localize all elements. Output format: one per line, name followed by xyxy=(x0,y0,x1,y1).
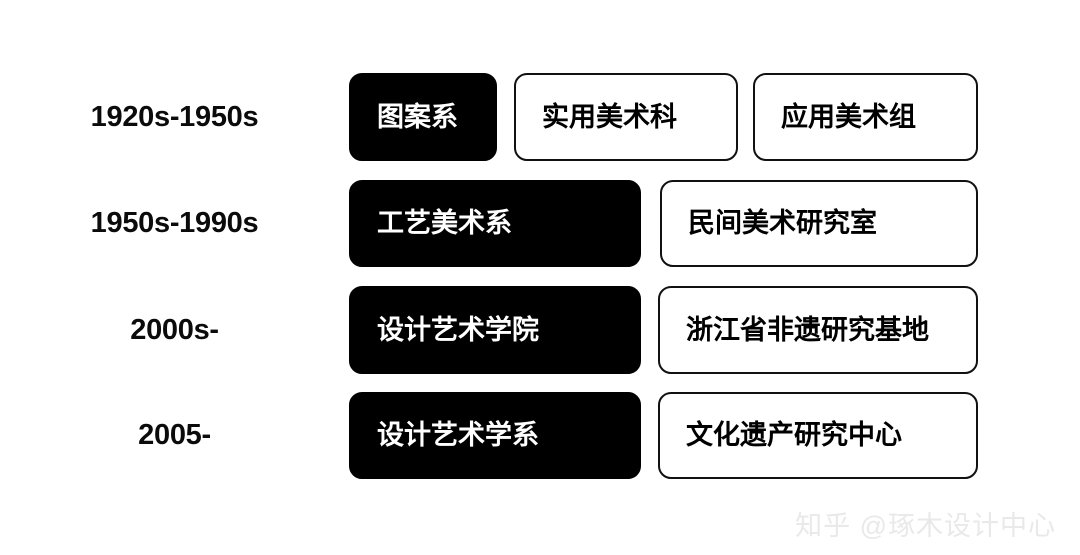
node-sheji-yishu-xuexi[interactable]: 设计艺术学系 xyxy=(349,392,641,479)
node-zhejiang-feiyi-yanjiu-jidi[interactable]: 浙江省非遗研究基地 xyxy=(658,286,978,374)
node-minjian-meishu-yanjiushi[interactable]: 民间美术研究室 xyxy=(660,180,978,267)
period-label-1950s-1990s: 1950s-1990s xyxy=(90,207,259,239)
node-gongyi-meishuxi[interactable]: 工艺美术系 xyxy=(349,180,641,267)
node-wenhua-yichan-yanjiu-zhongxin[interactable]: 文化遗产研究中心 xyxy=(658,392,978,479)
period-label-1920s-1950s: 1920s-1950s xyxy=(90,100,259,133)
node-shiyong-meishuke[interactable]: 实用美术科 xyxy=(514,73,738,161)
node-group: 图案系 实用美术科 应用美术组 xyxy=(349,73,1080,161)
period-label-2000s: 2000s- xyxy=(130,313,219,346)
node-group: 设计艺术学系 文化遗产研究中心 xyxy=(349,392,1080,479)
node-tuanxi[interactable]: 图案系 xyxy=(349,73,497,161)
node-yingyong-meishuzu[interactable]: 应用美术组 xyxy=(753,73,978,161)
node-group: 工艺美术系 民间美术研究室 xyxy=(349,180,1080,267)
timeline-row: 2000s- 设计艺术学院 浙江省非遗研究基地 xyxy=(0,286,1080,374)
timeline-row: 1920s-1950s 图案系 实用美术科 应用美术组 xyxy=(0,73,1080,161)
watermark: 知乎 @琢木设计中心 xyxy=(795,511,1056,541)
node-sheji-yishu-xueyuan[interactable]: 设计艺术学院 xyxy=(349,286,641,374)
period-label-2005: 2005- xyxy=(138,419,211,451)
node-group: 设计艺术学院 浙江省非遗研究基地 xyxy=(349,286,1080,374)
timeline-row: 1950s-1990s 工艺美术系 民间美术研究室 xyxy=(0,180,1080,267)
timeline-row: 2005- 设计艺术学系 文化遗产研究中心 xyxy=(0,392,1080,479)
